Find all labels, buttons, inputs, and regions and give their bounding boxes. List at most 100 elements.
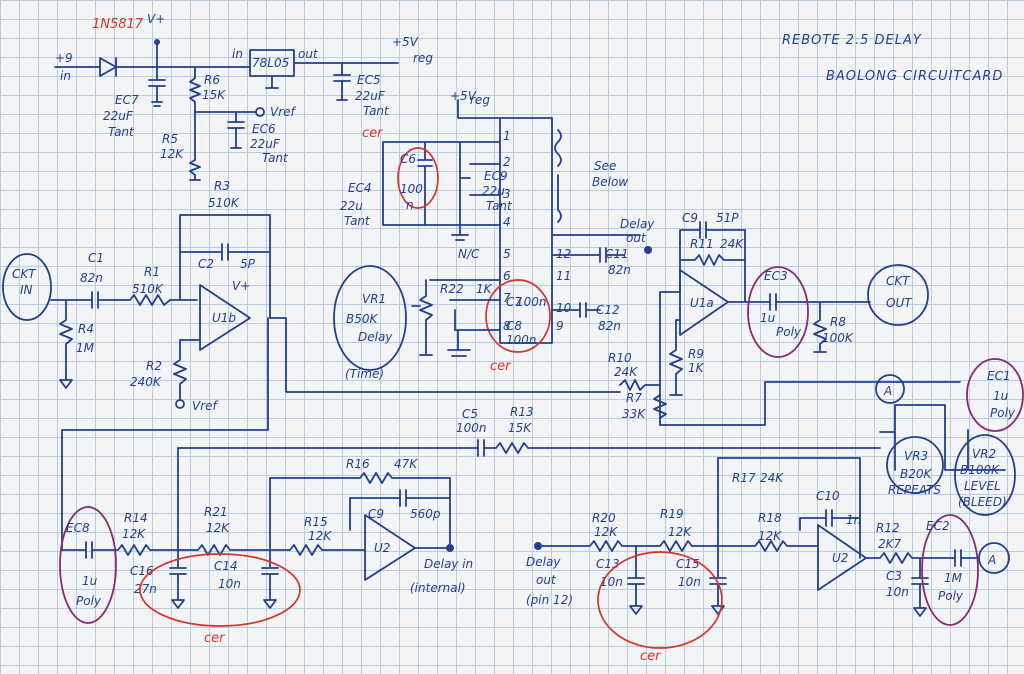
svg-text:1K: 1K [476,282,493,296]
ec8-poly-circle [59,506,117,624]
ec5-capacitor [265,62,399,101]
svg-text:1u: 1u [82,574,98,588]
svg-text:VR3: VR3 [904,449,928,463]
svg-text:82n: 82n [80,271,103,285]
svg-text:EC5: EC5 [357,73,381,87]
svg-text:(Time): (Time) [345,367,384,381]
svg-text:R21: R21 [204,505,228,519]
svg-text:(BLEED): (BLEED) [958,495,1007,509]
svg-text:R22: R22 [440,282,464,296]
svg-text:C15: C15 [676,557,700,571]
title-line-2: BAOLONG CIRCUITCARD [826,69,1003,84]
svg-text:R14: R14 [124,511,148,525]
u2-opamp-left [364,514,416,581]
svg-text:22uF: 22uF [355,89,386,103]
svg-text:R3: R3 [214,179,230,193]
node-a-top [875,374,905,404]
svg-text:reg: reg [413,51,433,65]
svg-text:U1b: U1b [212,311,236,325]
svg-text:C6: C6 [400,152,416,166]
svg-text:1K: 1K [688,361,705,375]
u1b-opamp [199,284,251,351]
diode-part-label: 1N5817 [92,17,144,32]
svg-text:C3: C3 [886,569,902,583]
delay-ic-section: +5V reg EC4 22u Tant C6 100 n cer EC9 22… [333,89,655,381]
svg-text:R16: R16 [346,457,370,471]
svg-text:6: 6 [503,269,511,283]
c6-cer-circle [397,147,439,209]
svg-text:R4: R4 [78,322,94,336]
svg-text:11: 11 [556,269,571,283]
svg-text:Poly: Poly [990,406,1016,420]
svg-text:Tant: Tant [108,125,135,139]
svg-text:C9: C9 [368,507,384,521]
svg-text:OUT: OUT [886,296,913,310]
svg-text:cer: cer [490,359,512,374]
svg-text:24K: 24K [720,237,744,251]
svg-text:R10: R10 [608,351,632,365]
svg-text:12K: 12K [758,529,782,543]
svg-text:CKT: CKT [886,274,911,288]
svg-text:100n: 100n [516,295,547,309]
svg-text:reg: reg [470,93,490,107]
svg-text:Delay: Delay [526,555,561,569]
svg-text:n: n [406,198,414,212]
filter-right-section: Delay out (pin 12) R20 12K R19 12K C13 1… [526,457,1010,664]
svg-text:Vref: Vref [192,399,219,413]
svg-text:See: See [594,159,616,173]
svg-text:R18: R18 [758,511,782,525]
svg-text:Delay: Delay [620,217,655,231]
svg-text:22u: 22u [482,184,505,198]
ec7-capacitor [148,66,166,107]
svg-text:10: 10 [556,301,572,315]
svg-text:22uF: 22uF [103,109,134,123]
title-line-1: REBOTE 2.5 DELAY [782,33,922,48]
svg-text:R2: R2 [146,359,162,373]
delay-out-node [644,246,652,254]
svg-text:LEVEL: LEVEL [964,479,1001,493]
svg-text:R9: R9 [688,347,704,361]
svg-text:12K: 12K [122,527,146,541]
svg-text:EC7: EC7 [115,93,139,107]
svg-text:C13: C13 [596,557,620,571]
svg-text:1u: 1u [760,311,776,325]
svg-text:+5V: +5V [450,89,477,103]
svg-text:510K: 510K [208,196,240,210]
svg-text:Tant: Tant [363,104,390,118]
u1a-opamp [679,269,729,336]
diode-symbol [54,57,251,77]
svg-text:Tant: Tant [262,151,289,165]
svg-text:3: 3 [503,187,511,201]
svg-text:C2: C2 [198,257,214,271]
svg-text:C1: C1 [88,251,104,265]
svg-text:Poly: Poly [776,325,802,339]
svg-text:R20: R20 [592,511,616,525]
svg-text:33K: 33K [622,407,646,421]
svg-text:cer: cer [204,631,226,646]
vr3-circle [886,436,944,494]
svg-text:C14: C14 [214,559,238,573]
svg-text:Delay: Delay [358,330,393,344]
svg-text:12K: 12K [668,525,692,539]
svg-text:U2: U2 [832,551,848,565]
delay-chip [499,117,553,344]
svg-text:B50K: B50K [346,312,379,326]
svg-text:27n: 27n [134,582,157,596]
svg-text:U1a: U1a [690,296,714,310]
svg-text:51P: 51P [716,211,739,225]
svg-text:82n: 82n [598,319,621,333]
svg-text:out: out [536,573,557,587]
svg-text:5: 5 [503,247,511,261]
svg-text:1u: 1u [993,389,1009,403]
ckt-in-connector [2,253,52,321]
svg-text:1: 1 [503,129,511,143]
svg-text:A: A [883,384,892,398]
svg-text:(internal): (internal) [410,581,466,595]
svg-text:cer: cer [640,649,662,664]
svg-text:EC8: EC8 [66,521,90,535]
svg-text:R19: R19 [660,507,684,521]
svg-text:R8: R8 [830,315,846,329]
svg-text:Delay in: Delay in [424,557,473,571]
